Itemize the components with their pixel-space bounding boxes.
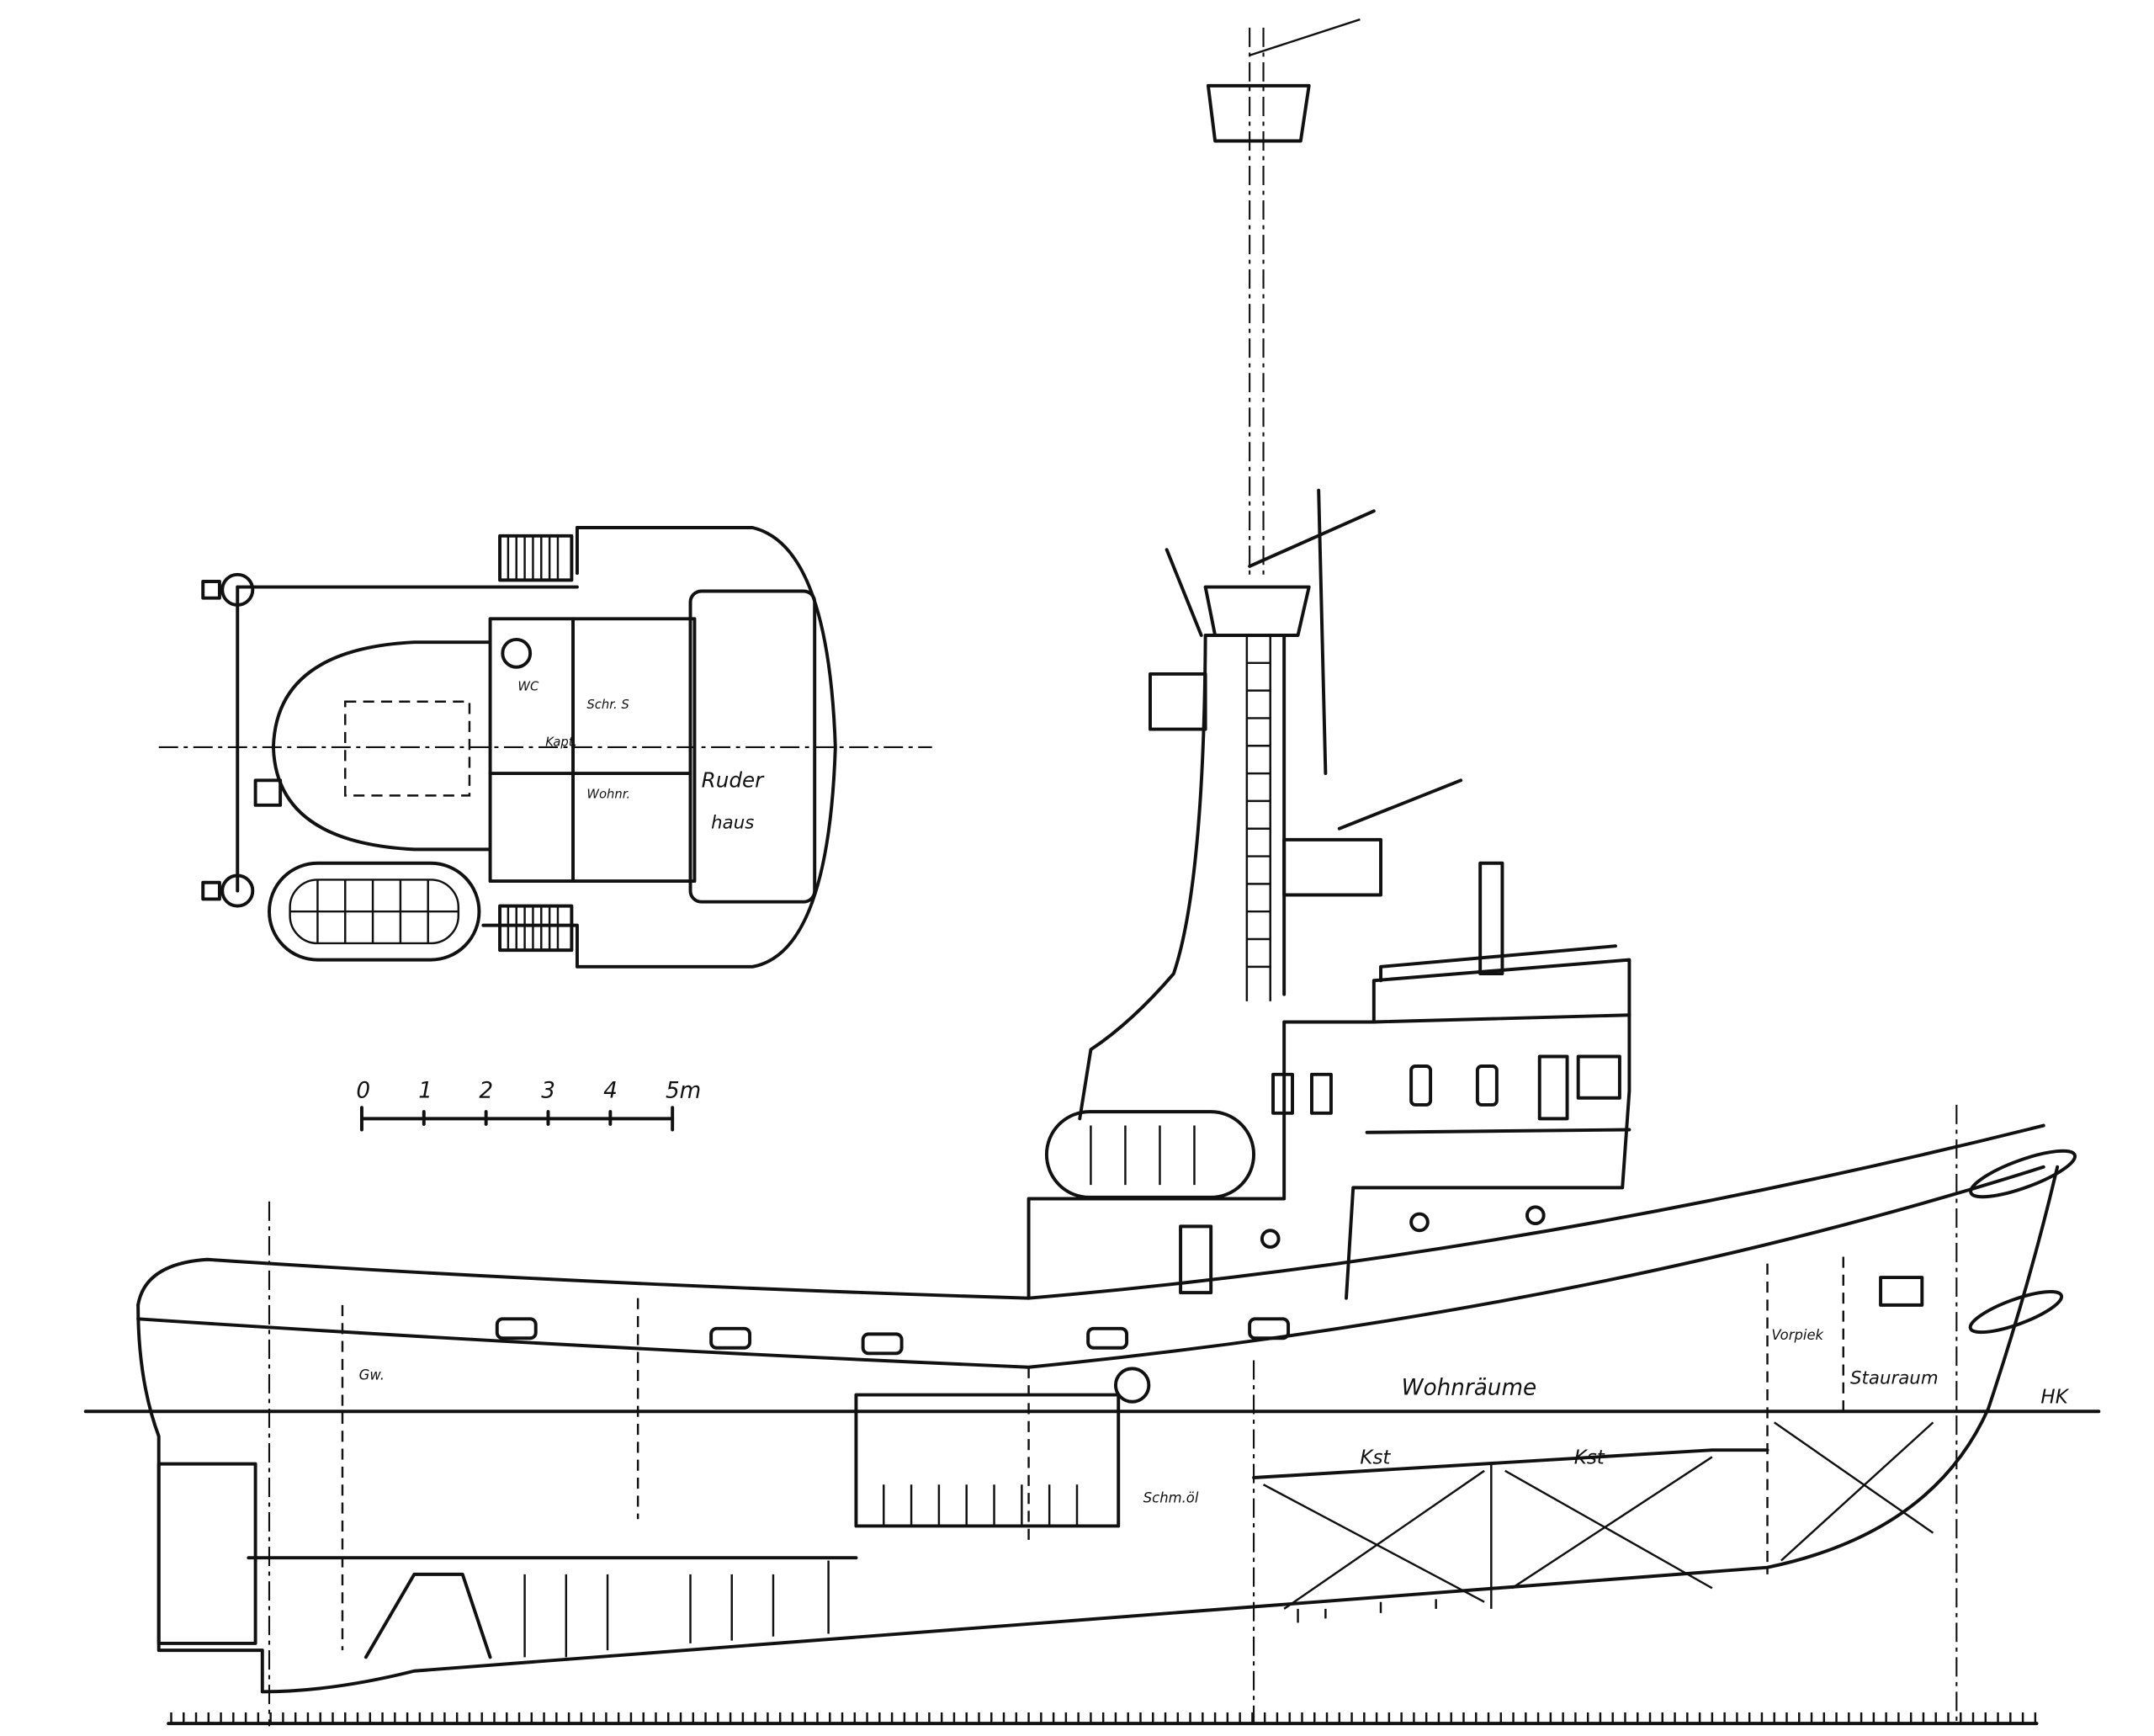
fender xyxy=(1086,1326,1129,1350)
forepeak-cross xyxy=(1774,1421,1934,1562)
porthole xyxy=(1525,1205,1546,1226)
lifeboat-thwarts xyxy=(289,879,459,943)
mast-top-platform xyxy=(1206,83,1311,143)
plan-deckhouse xyxy=(488,617,697,884)
label-captain: Kapt. xyxy=(545,735,577,749)
bulwark-line xyxy=(136,1123,2045,1307)
tank-cross xyxy=(1262,1456,1713,1610)
reference-lines xyxy=(268,1104,1958,1727)
deckhouse-line xyxy=(1371,1013,1631,1024)
wheelhouse-roof xyxy=(1379,944,1617,983)
label-fuel-tank: Kst xyxy=(1574,1447,1605,1469)
window xyxy=(1271,1072,1294,1115)
plan-hatch xyxy=(344,700,471,797)
plan-view: WC Schr. S Kapt. Wohnr. Ruder haus xyxy=(158,526,932,969)
main-engine xyxy=(854,1393,1121,1528)
fenders xyxy=(495,1317,1291,1356)
stairs-bottom xyxy=(498,904,574,953)
label-wc: WC xyxy=(517,680,539,694)
plan-box xyxy=(253,778,283,807)
label-fuel-tank: Kst xyxy=(1360,1447,1391,1469)
plan-porthole xyxy=(501,637,533,669)
rudder xyxy=(157,1462,257,1645)
bollard-icon xyxy=(220,572,255,607)
door xyxy=(1537,1054,1569,1121)
stay xyxy=(1317,488,1328,776)
fitting xyxy=(201,580,221,600)
door xyxy=(1179,1224,1213,1295)
fitting xyxy=(201,880,221,901)
funnel xyxy=(1078,634,1287,1121)
bow-fender xyxy=(1968,1290,2064,1335)
anchor-pocket xyxy=(1879,1276,1924,1307)
label-cabinet: Schr. S xyxy=(586,698,629,712)
mast-ladder xyxy=(1245,634,1271,1001)
window xyxy=(1475,1064,1499,1107)
funnel-box xyxy=(1149,672,1207,731)
stairs-steps xyxy=(507,535,560,581)
bollard-icon xyxy=(220,873,255,908)
whip-antenna xyxy=(1165,548,1203,637)
porthole xyxy=(1260,1229,1281,1249)
label-forepeak: Vorpiek xyxy=(1771,1327,1824,1343)
skeg xyxy=(363,1572,492,1659)
fender xyxy=(1248,1317,1291,1340)
bulkheads xyxy=(341,1256,1844,1651)
scale-label: 0 xyxy=(356,1079,370,1104)
bridge-wing xyxy=(1282,837,1382,897)
mast xyxy=(1165,18,1463,831)
tank-top xyxy=(1252,1448,1769,1479)
hull-outline xyxy=(136,1165,2060,1694)
profile-view: Wohnräume Stauraum Kst Kst Schm.öl Gw. V… xyxy=(83,18,2101,1727)
label-accommodation: Wohnräume xyxy=(1402,1376,1537,1401)
engine-cylinders xyxy=(883,1484,1079,1526)
label-freshwater: Gw. xyxy=(359,1367,385,1383)
label-waterline-mark: HK xyxy=(2040,1386,2069,1408)
lifeboat-ribs xyxy=(1090,1125,1196,1186)
deckhouse xyxy=(1027,958,1631,1300)
lifeboat-plan xyxy=(268,861,481,962)
wheel-icon xyxy=(1113,1367,1151,1404)
fender xyxy=(861,1332,904,1356)
searchlight-icon xyxy=(1248,509,1376,568)
scale-ticks xyxy=(359,1106,675,1132)
lifeboat-profile xyxy=(1044,1110,1256,1199)
window xyxy=(1310,1072,1333,1115)
scale-label: 3 xyxy=(541,1079,555,1104)
searchlight-platform xyxy=(1203,585,1311,637)
fender xyxy=(709,1326,752,1350)
porthole xyxy=(1409,1212,1430,1233)
bow-fender xyxy=(1969,1149,2077,1199)
ruler-ticks xyxy=(170,1712,2037,1724)
plan-deck-outline xyxy=(481,526,837,969)
label-wheelhouse-1: Ruder xyxy=(702,768,765,793)
antenna xyxy=(1249,18,1361,56)
scale-bar: 0 1 2 3 4 5m xyxy=(356,1079,701,1132)
label-lube-oil: Schm.öl xyxy=(1143,1490,1199,1506)
scale-label: 1 xyxy=(418,1079,432,1104)
label-wheelhouse-2: haus xyxy=(711,813,754,834)
scale-label: 4 xyxy=(603,1079,618,1104)
ladder-rungs xyxy=(1246,661,1271,969)
stairs-top xyxy=(498,534,574,582)
deckhouse-line xyxy=(1365,1128,1631,1134)
aft-mast xyxy=(1478,861,1504,976)
stairs-steps xyxy=(507,905,560,951)
plan-wheelhouse xyxy=(688,589,817,904)
frames xyxy=(523,1560,1437,1658)
plan-casing xyxy=(271,640,492,852)
fender xyxy=(495,1317,538,1340)
searchlight-icon xyxy=(1337,778,1463,831)
window xyxy=(1409,1064,1433,1107)
label-living: Wohnr. xyxy=(586,788,630,802)
scale-label: 5m xyxy=(666,1079,701,1104)
deck-line xyxy=(136,1165,2045,1369)
window xyxy=(1576,1054,1621,1100)
frame-ruler xyxy=(167,1712,2039,1726)
label-storage: Stauraum xyxy=(1850,1367,1939,1388)
scale-label: 2 xyxy=(479,1079,493,1104)
